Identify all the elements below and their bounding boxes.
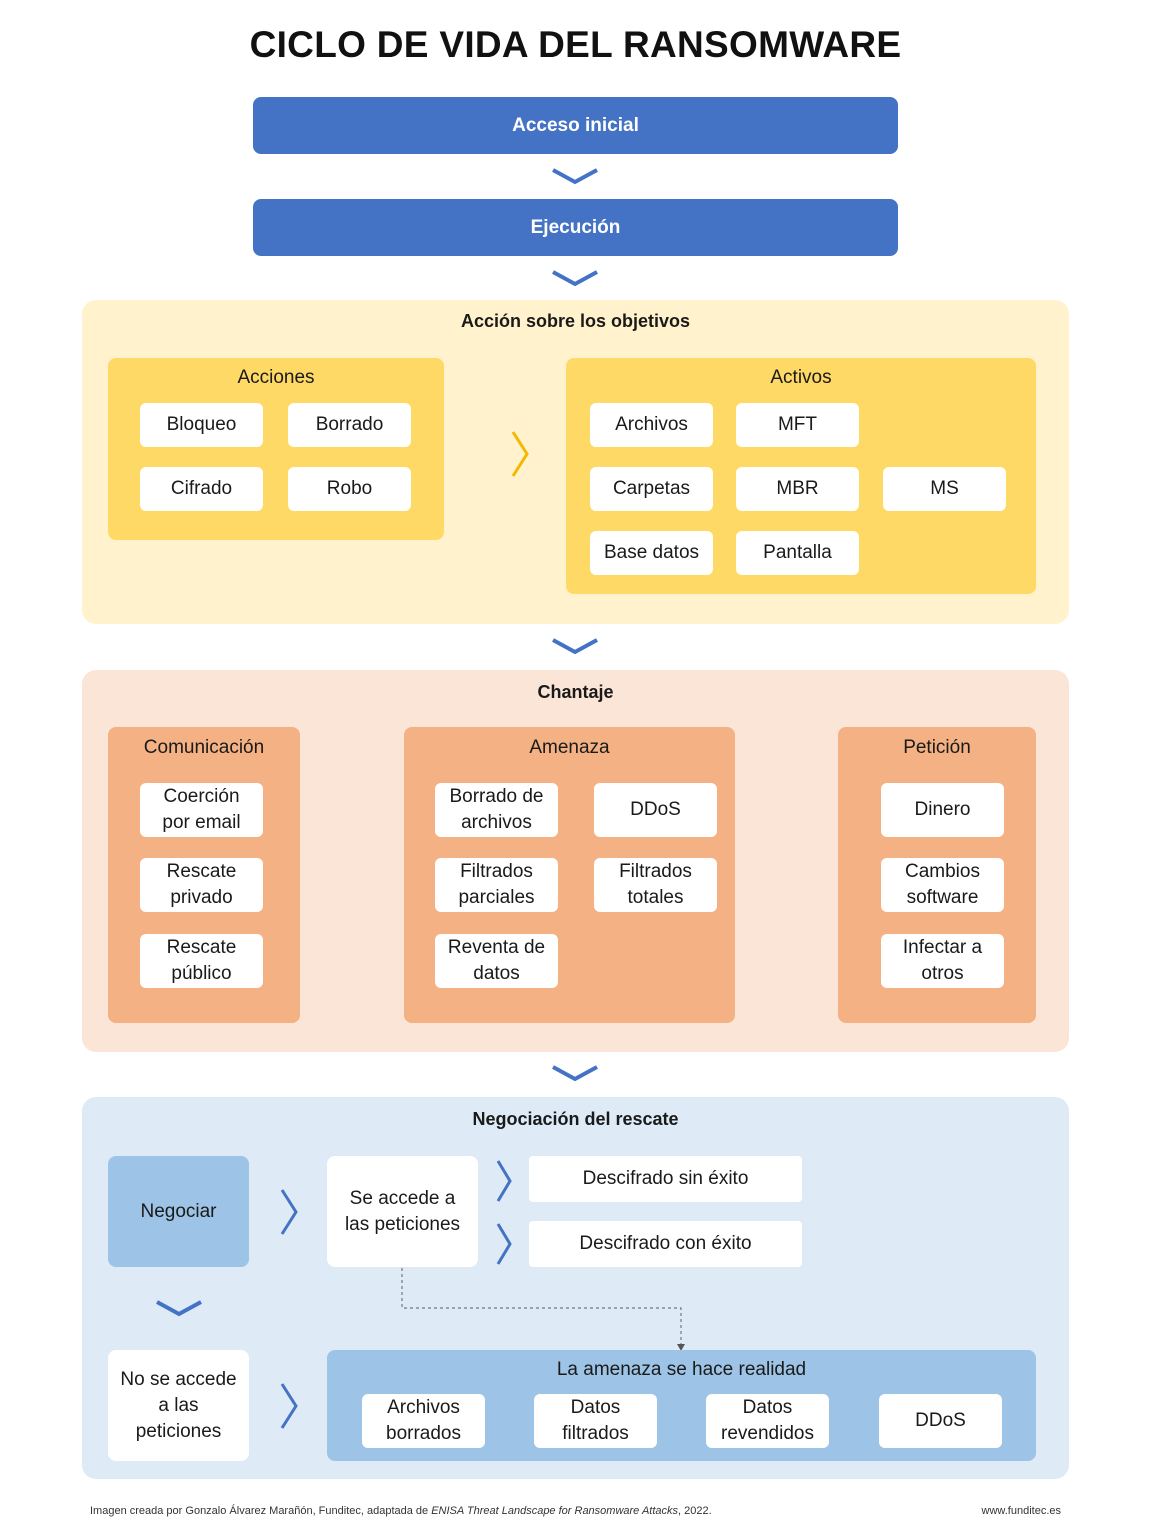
chip-cambios-software: Cambios software	[881, 858, 1004, 912]
chevron-right-icon	[280, 1383, 298, 1429]
chevron-down-icon	[552, 1065, 598, 1082]
chevron-down-icon	[156, 1300, 202, 1317]
section-chantaje-title: Chantaje	[537, 682, 614, 702]
chip-ms: MS	[883, 467, 1006, 511]
chip-mft: MFT	[736, 403, 859, 447]
chip-archivos-borrados: Archivos borrados	[362, 1394, 485, 1448]
chevron-down-icon	[552, 168, 598, 185]
chip-carpetas: Carpetas	[590, 467, 713, 511]
page-title: CICLO DE VIDA DEL RANSOMWARE	[249, 24, 902, 65]
chip-borrado-archivos: Borrado de archivos	[435, 783, 558, 837]
panel-amenaza-title: Amenaza	[529, 737, 610, 758]
chevron-right-icon	[511, 431, 529, 477]
panel-activos-title: Activos	[770, 367, 832, 388]
panel-acciones-title: Acciones	[237, 367, 315, 388]
box-se-accede: Se accede a las peticiones	[327, 1156, 478, 1267]
chip-coercion-email: Coerción por email	[140, 783, 263, 837]
box-descifrado-con-exito: Descifrado con éxito	[529, 1221, 802, 1267]
chevron-down-icon	[552, 638, 598, 655]
box-no-accede: No se accede a las peticiones	[108, 1350, 249, 1461]
chip-cifrado: Cifrado	[140, 467, 263, 511]
chip-datos-filtrados: Datos filtrados	[534, 1394, 657, 1448]
chevron-right-icon	[496, 1223, 512, 1265]
chevron-down-icon	[552, 270, 598, 287]
chip-dinero: Dinero	[881, 783, 1004, 837]
chip-mbr: MBR	[736, 467, 859, 511]
chip-ddos-realidad: DDoS	[879, 1394, 1002, 1448]
chip-filtrados-parciales: Filtrados parciales	[435, 858, 558, 912]
panel-comunicacion-title: Comunicación	[143, 737, 265, 758]
chip-rescate-publico: Rescate público	[140, 934, 263, 988]
chip-archivos: Archivos	[590, 403, 713, 447]
chevron-right-icon	[496, 1160, 512, 1202]
dashed-connector	[401, 1268, 685, 1351]
section-accion-title: Acción sobre los objetivos	[460, 311, 691, 331]
panel-amenaza-realidad-title: La amenaza se hace realidad	[556, 1359, 807, 1380]
footer-credit-suffix: , 2022.	[678, 1505, 712, 1517]
chip-bloqueo: Bloqueo	[140, 403, 263, 447]
chip-reventa-datos: Reventa de datos	[435, 934, 558, 988]
chip-filtrados-totales: Filtrados totales	[594, 858, 717, 912]
footer-credit-prefix: Imagen creada por Gonzalo Álvarez Marañó…	[90, 1505, 432, 1517]
footer-url[interactable]: www.funditec.es	[981, 1505, 1061, 1517]
step-ejecucion: Ejecución	[253, 199, 898, 256]
chip-base-datos: Base datos	[590, 531, 713, 575]
footer-credit-source: ENISA Threat Landscape for Ransomware At…	[431, 1505, 679, 1517]
footer-credit: Imagen creada por Gonzalo Álvarez Marañó…	[90, 1505, 790, 1517]
chip-robo: Robo	[288, 467, 411, 511]
chevron-right-icon	[280, 1189, 298, 1235]
chip-infectar-otros: Infectar a otros	[881, 934, 1004, 988]
box-negociar: Negociar	[108, 1156, 249, 1267]
panel-peticion-title: Petición	[903, 737, 971, 758]
step-acceso-inicial: Acceso inicial	[253, 97, 898, 154]
chip-borrado: Borrado	[288, 403, 411, 447]
chip-rescate-privado: Rescate privado	[140, 858, 263, 912]
chip-ddos: DDoS	[594, 783, 717, 837]
chip-datos-revendidos: Datos revendidos	[706, 1394, 829, 1448]
box-descifrado-sin-exito: Descifrado sin éxito	[529, 1156, 802, 1202]
section-negociacion-title: Negociación del rescate	[472, 1109, 679, 1129]
chip-pantalla: Pantalla	[736, 531, 859, 575]
